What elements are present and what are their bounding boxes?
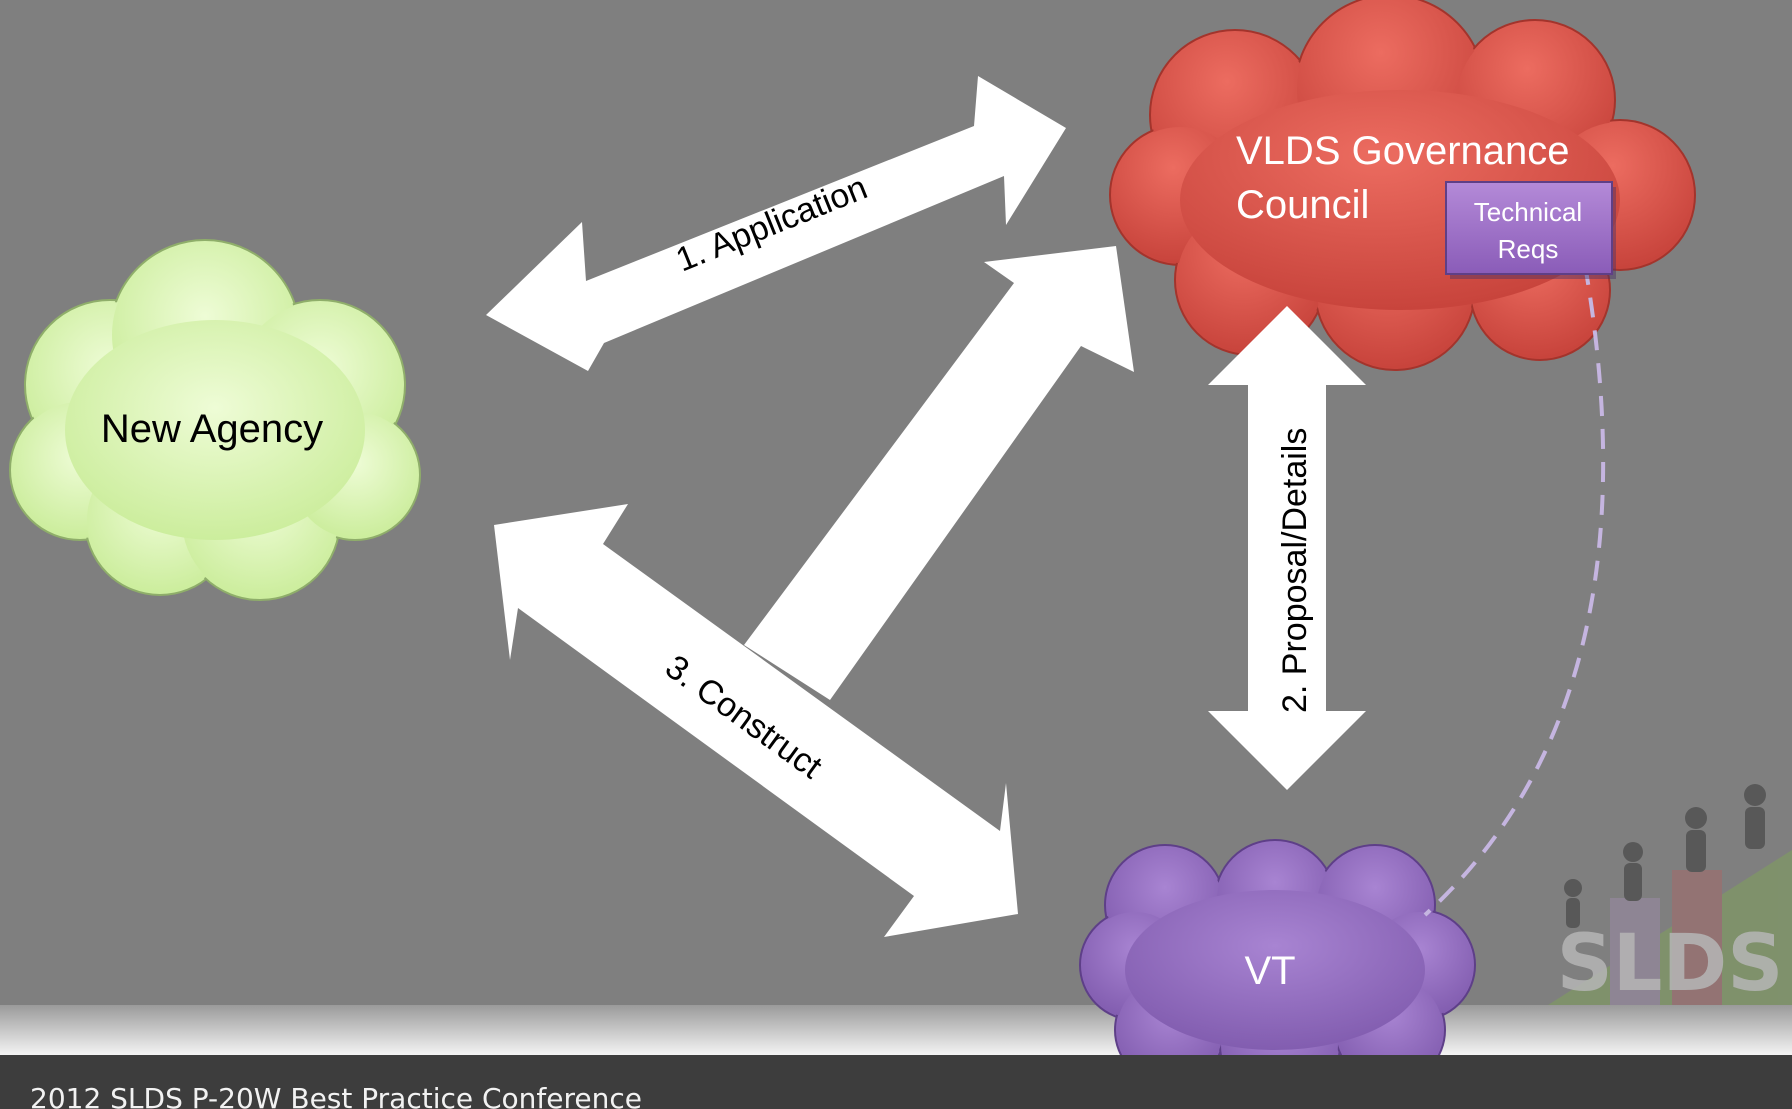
- floor-strip: [0, 1005, 1792, 1055]
- construct-arrow: [494, 504, 1018, 937]
- footer-text: 2012 SLDS P-20W Best Practice Conference: [30, 1082, 642, 1109]
- slds-logo: [1548, 784, 1792, 1005]
- technical-reqs-connector: [1423, 264, 1606, 917]
- people-silhouette-icon: [1564, 784, 1766, 928]
- proposal-label: 2. Proposal/Details: [1276, 428, 1314, 713]
- technical-reqs-label-line1: Technical: [1474, 197, 1582, 227]
- slds-logo-text: SLDS: [1557, 919, 1784, 1009]
- footer-band: [0, 1055, 1792, 1109]
- vt-cloud: [1079, 839, 1476, 1106]
- new-agency-label: New Agency: [101, 407, 323, 451]
- governance-label-line1: VLDS Governance: [1236, 129, 1570, 173]
- governance-label-line2: Council: [1236, 183, 1369, 227]
- new-agency-cloud: [9, 239, 421, 601]
- governance-branch-arrow: [744, 246, 1134, 700]
- proposal-arrow: [1208, 306, 1366, 790]
- application-arrow: [486, 76, 1066, 371]
- vt-label: VT: [1244, 949, 1295, 993]
- technical-reqs-box: [1445, 181, 1616, 279]
- technical-reqs-label-line2: Reqs: [1498, 234, 1559, 264]
